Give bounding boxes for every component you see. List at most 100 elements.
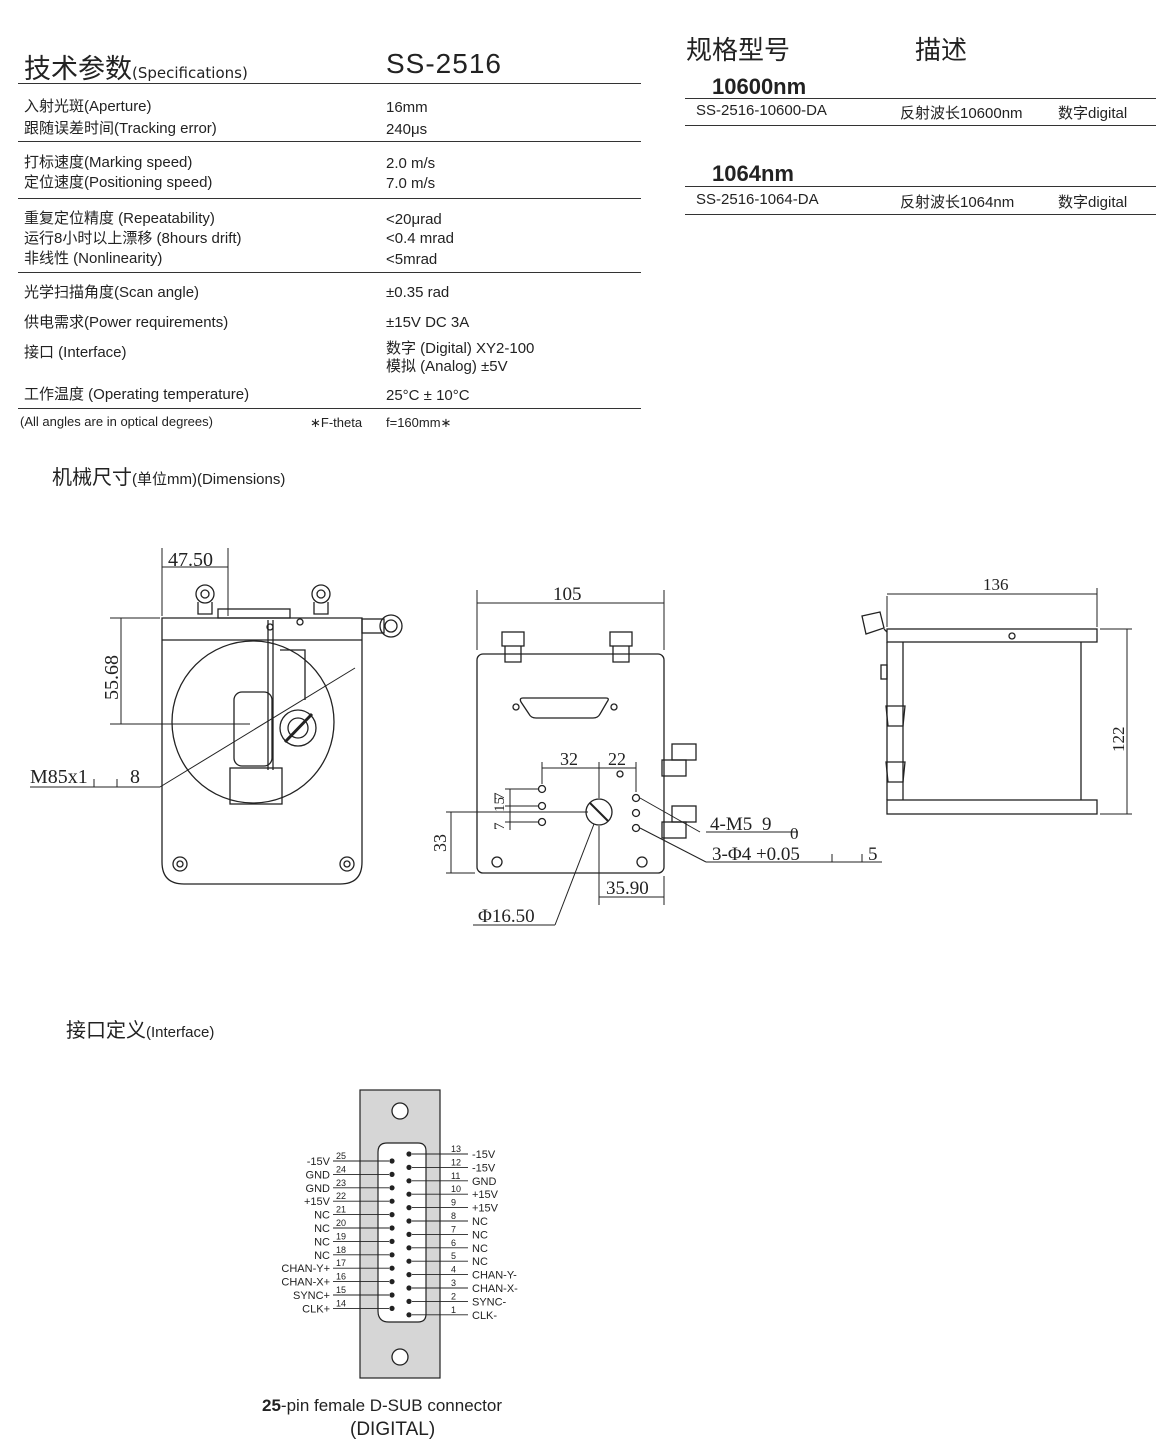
divider [685, 125, 1156, 126]
front-view-drawing: 47.50 55.68 M85x1 8 [30, 548, 403, 885]
connector-subcaption: (DIGITAL) [350, 1419, 436, 1440]
pin-number: 2 [451, 1291, 456, 1301]
pin-dot [389, 1158, 395, 1164]
dim-label-m5: 4-M5 [710, 814, 752, 835]
dim-label-thread: M85x1 [30, 766, 88, 788]
model-type-1064: 数字digital [1058, 194, 1128, 211]
spec-label-nonlinearity: 非线性 (Nonlinearity) [24, 250, 163, 267]
spec-label-aperture: 入射光斑(Aperture) [24, 98, 152, 115]
model-number: SS-2516 [386, 48, 502, 79]
spec-title-cn: 技术参数 [24, 54, 132, 85]
dimensions-title-en: (Dimensions) [196, 471, 286, 488]
dim-label-pin-hole: 3-Φ4 +0.05 [712, 844, 800, 865]
pin-dot [389, 1305, 395, 1311]
pin-dot [406, 1231, 412, 1237]
divider [18, 198, 641, 199]
dim-label-7b: 7 [492, 822, 508, 830]
divider [685, 186, 1156, 187]
spec-label-power: 供电需求(Power requirements) [24, 314, 229, 331]
divider [685, 98, 1156, 99]
pin-label: +15V [472, 1203, 499, 1215]
pin-dot [389, 1225, 395, 1231]
model-desc-10600: 反射波长10600nm [900, 105, 1023, 122]
pin-dot [389, 1238, 395, 1244]
caption-text: -pin female D-SUB connector [280, 1396, 503, 1415]
pin-dot [389, 1185, 395, 1191]
db25-port [519, 697, 609, 719]
spec-value-drift: <0.4 mrad [386, 230, 454, 247]
pin-number: 13 [451, 1144, 461, 1154]
pin-dot [406, 1191, 412, 1197]
dim-label-thread-depth: 8 [130, 766, 140, 788]
connector-caption: 25-pin female D-SUB connector [262, 1396, 502, 1416]
spec-value-positioning: 7.0 m/s [386, 175, 436, 192]
dim-label-15: 15 [492, 797, 508, 812]
pin-number: 7 [451, 1224, 456, 1234]
dimensions-title: 机械尺寸(单位mm)(Dimensions) [52, 461, 285, 490]
dim-label-136: 136 [983, 575, 1009, 594]
pin-number: 6 [451, 1238, 456, 1248]
model-type-10600: 数字digital [1058, 105, 1128, 122]
pin-dot [389, 1265, 395, 1271]
side-top-rail [886, 628, 1098, 643]
back-view-drawing: 105 32 22 7 15 7 33 4-M5 9 0 3-Φ4 +0.05 … [430, 584, 882, 927]
pin-number: 12 [451, 1157, 461, 1167]
dim-label-dia: Φ16.50 [478, 906, 535, 927]
pin-dot [406, 1298, 412, 1304]
front-body-outline [161, 617, 363, 885]
pin-label: -15V [472, 1149, 496, 1161]
pin-label: CHAN-X- [472, 1283, 518, 1295]
pin-label: CHAN-Y- [472, 1270, 517, 1282]
pin-number: 23 [336, 1178, 346, 1188]
pin-label: NC [472, 1243, 488, 1255]
pin-label: NC [472, 1229, 488, 1241]
pin-dot [406, 1164, 412, 1170]
spec-label-marking: 打标速度(Marking speed) [24, 154, 193, 171]
aperture-circle [171, 640, 335, 804]
pin-label: CLK- [472, 1310, 497, 1322]
pin-label: GND [306, 1169, 331, 1181]
pin-number: 21 [336, 1205, 346, 1215]
pin-number: 8 [451, 1211, 456, 1221]
pin-label: NC [314, 1236, 330, 1248]
pin-number: 4 [451, 1265, 456, 1275]
dim-label-pin-depth: 5 [868, 844, 878, 865]
pin-label: NC [314, 1223, 330, 1235]
pin-number: 25 [336, 1151, 346, 1161]
spec-label-interface: 接口 (Interface) [24, 344, 127, 361]
models-head-left: 规格型号 [686, 35, 791, 65]
spec-value-power: ±15V DC 3A [386, 314, 470, 331]
wavelength-1064: 1064nm [712, 161, 794, 186]
dim-label-m5-zero: 0 [790, 824, 799, 843]
model-code-10600: SS-2516-10600-DA [696, 102, 827, 119]
pin-label: CHAN-X+ [281, 1277, 330, 1289]
pin-label: +15V [472, 1189, 499, 1201]
pin-label: GND [306, 1183, 331, 1195]
spec-label-scan-angle: 光学扫描角度(Scan angle) [24, 284, 200, 301]
pin-group: 25-15V24GND23GND22+15V21NC20NC19NC18NC17… [281, 1144, 518, 1322]
spec-label-positioning: 定位速度(Positioning speed) [24, 174, 213, 191]
pin-dot [389, 1171, 395, 1177]
pin-number: 11 [451, 1171, 460, 1181]
dimensions-title-unit: (单位mm) [132, 471, 197, 488]
pin-number: 10 [451, 1184, 461, 1194]
pin-label: NC [314, 1210, 330, 1222]
dim-label-22: 22 [608, 749, 626, 769]
pin-label: SYNC- [472, 1296, 507, 1308]
dimensions-title-cn: 机械尺寸 [52, 467, 132, 489]
pin-number: 5 [451, 1251, 456, 1261]
dim-label-5568: 55.68 [101, 655, 123, 700]
db25-connector-diagram: 25-15V24GND23GND22+15V21NC20NC19NC18NC17… [281, 1089, 518, 1379]
divider [18, 408, 641, 409]
pin-dot [389, 1212, 395, 1218]
pin-number: 20 [336, 1218, 346, 1228]
pin-dot [406, 1258, 412, 1264]
pin-label: NC [314, 1250, 330, 1262]
pin-number: 15 [336, 1285, 346, 1295]
spec-label-repeatability: 重复定位精度 (Repeatability) [24, 210, 215, 227]
spec-value-interface-analog: 模拟 (Analog) ±5V [386, 358, 508, 375]
pin-number: 3 [451, 1278, 456, 1288]
spec-value-scan-angle: ±0.35 rad [386, 284, 450, 301]
spec-value-nonlinearity: <5mrad [386, 251, 438, 268]
dim-label-32: 32 [560, 749, 578, 769]
